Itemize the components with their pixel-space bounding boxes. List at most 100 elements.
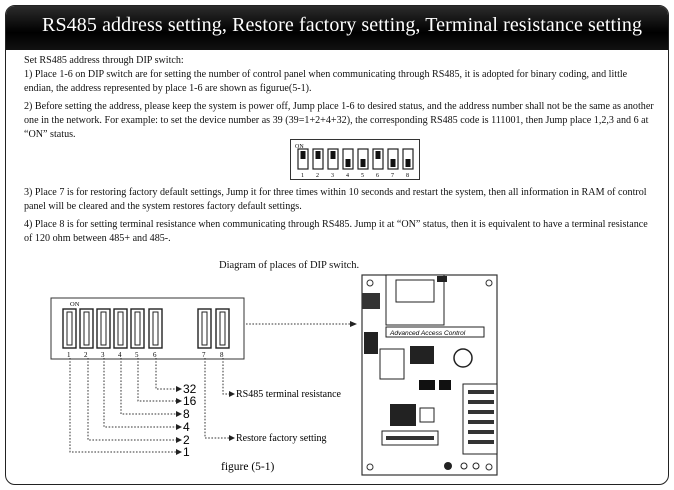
dip-number-4: 4: [346, 173, 349, 179]
weight-32: 32: [183, 382, 197, 396]
board-label: Advanced Access Control: [389, 330, 466, 337]
leader-line-5: [137, 358, 177, 402]
dip-knob-8: [405, 159, 411, 167]
weight-1: 1: [183, 445, 190, 459]
arrow-4: [176, 411, 182, 417]
dip-number-2: 2: [316, 173, 319, 179]
large-dip-number-6: 6: [153, 351, 157, 359]
board-pins-2: [468, 400, 494, 404]
mount-hole-bl: [366, 463, 374, 471]
paragraph-3: 3) Place 7 is for restoring factory defa…: [24, 187, 647, 212]
board-ic-2: [410, 346, 434, 364]
dip-knob-2: [315, 151, 321, 159]
dip-number-1: 1: [301, 173, 304, 179]
dip-knob-6: [375, 151, 381, 159]
board-module-window: [395, 279, 435, 303]
mount-hole-tl: [366, 279, 374, 287]
arrow-1: [176, 449, 182, 455]
large-dip-switch-row: [62, 308, 230, 349]
restore-label: Restore factory setting: [236, 433, 327, 444]
board-chip-small: [419, 407, 435, 423]
leader-line-3: [103, 358, 177, 428]
board-rj-port: [362, 293, 380, 309]
board-chip-main: [390, 404, 416, 426]
dip-on-label: ON: [295, 144, 304, 150]
arrow-resistance: [229, 391, 235, 397]
large-dip-knob-7: [201, 311, 208, 346]
mount-hole-tr: [485, 279, 493, 287]
figure-caption: figure (5-1): [221, 461, 274, 473]
board-pins-bottom: [386, 436, 434, 440]
arrow-restore: [229, 435, 235, 441]
large-dip-number-4: 4: [118, 351, 122, 359]
dip-knob-7: [390, 159, 396, 167]
dip-knob-5: [360, 159, 366, 167]
board-relay-2: [439, 380, 451, 390]
board-module: [385, 274, 445, 326]
leader-line-restore: [204, 358, 230, 439]
large-dip-knob-8: [219, 311, 226, 346]
board-pins-6: [468, 440, 494, 444]
dip-knob-4: [345, 159, 351, 167]
board-led-1: [460, 462, 468, 470]
header-bar: RS485 address setting, Restore factory s…: [6, 6, 668, 50]
leader-line-2: [87, 358, 177, 441]
large-dip-knob-5: [134, 311, 141, 346]
paragraph-2: 2) Before setting the address, please ke…: [24, 101, 654, 140]
large-dip-number-1: 1: [67, 351, 71, 359]
dip-number-8: 8: [406, 173, 409, 179]
board-pins-3: [468, 410, 494, 414]
board-led-2: [472, 462, 480, 470]
board-pins-5: [468, 430, 494, 434]
circuit-board: Advanced Access Control: [361, 274, 498, 476]
dip-number-3: 3: [331, 173, 334, 179]
arrow-3: [176, 424, 182, 430]
board-pins-1: [468, 390, 494, 394]
dip-knob-1: [300, 151, 306, 159]
large-dip-knob-1: [66, 311, 73, 346]
weight-4: 4: [183, 420, 190, 434]
leader-line-6: [155, 358, 177, 390]
large-dip-number-2: 2: [84, 351, 88, 359]
paragraph-4: 4) Place 8 is for setting terminal resis…: [24, 219, 648, 244]
large-dip-on-label: ON: [70, 301, 80, 308]
leader-line-resistance: [222, 358, 230, 395]
rs485-label: RS485 terminal resistance: [236, 389, 342, 400]
board-buzzer: [444, 462, 452, 470]
dip-number-5: 5: [361, 173, 364, 179]
large-dip-knob-2: [83, 311, 90, 346]
large-dip-number-8: 8: [220, 351, 224, 359]
board-relay-1: [419, 380, 435, 390]
board-label-box: [385, 326, 485, 338]
page-title: RS485 address setting, Restore factory s…: [42, 14, 643, 36]
leader-line-4: [120, 358, 177, 415]
dip-number-row: 1 2 3 4 5 6 7 8: [301, 173, 409, 179]
board-battery: [453, 348, 473, 368]
example-dip-switch: ON 1 2 3 4 5 6 7 8: [290, 139, 420, 180]
large-dip-number-5: 5: [135, 351, 139, 359]
large-dip-knob-4: [117, 311, 124, 346]
diagram-title: Diagram of places of DIP switch.: [219, 260, 360, 271]
board-ic-1: [379, 348, 405, 380]
arrow-5: [176, 398, 182, 404]
large-dip-knob-3: [100, 311, 107, 346]
leader-line-1: [69, 358, 177, 453]
large-dip-number-7: 7: [202, 351, 206, 359]
paragraph-1: 1) Place 1-6 on DIP switch are for setti…: [24, 69, 628, 94]
dip-number-7: 7: [391, 173, 394, 179]
arrow-board: [350, 321, 357, 327]
mount-hole-br: [485, 463, 493, 471]
board-connector-top: [437, 276, 447, 282]
weight-8: 8: [183, 407, 190, 421]
document-panel: RS485 address setting, Restore factory s…: [5, 5, 669, 485]
dip-number-6: 6: [376, 173, 379, 179]
arrow-2: [176, 437, 182, 443]
intro-text: Set RS485 address through DIP switch:: [24, 55, 184, 66]
dip-knob-3: [330, 151, 336, 159]
weight-2: 2: [183, 433, 190, 447]
dip-switch-row: [297, 148, 414, 170]
board-pins-4: [468, 420, 494, 424]
board-dip-switch: [364, 332, 378, 354]
